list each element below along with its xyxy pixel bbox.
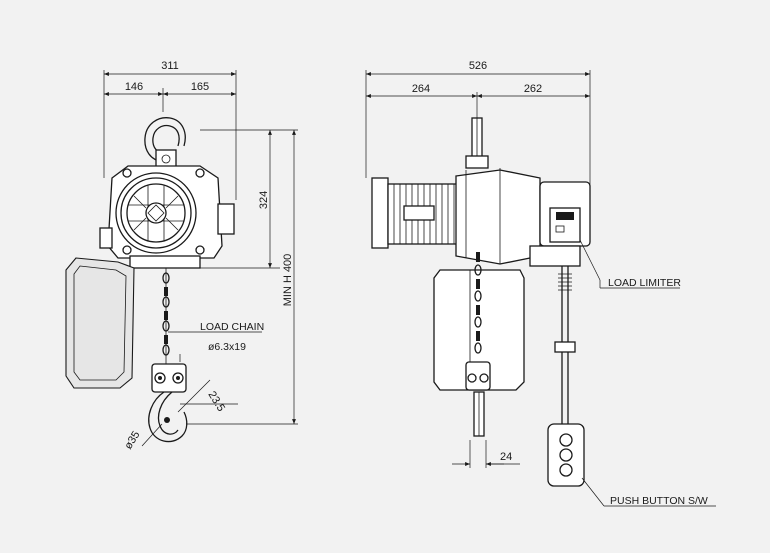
top-hook bbox=[144, 117, 186, 163]
dim-side-right-label: 262 bbox=[524, 83, 542, 95]
label-load-chain-spec: ø6.3x19 bbox=[208, 341, 246, 353]
label-push-button: PUSH BUTTON S/W bbox=[610, 495, 708, 507]
dim-min-height-label: MIN H 400 bbox=[282, 254, 294, 307]
motor-nameplate bbox=[403, 205, 435, 221]
dim-chain-offset-label: 24 bbox=[500, 451, 512, 463]
load-chain-side bbox=[474, 252, 482, 354]
dim-hook-diameter: ø35 bbox=[122, 429, 142, 451]
side-hook-block bbox=[465, 361, 491, 391]
label-load-chain: LOAD CHAIN bbox=[200, 321, 264, 333]
bottom-hook bbox=[148, 391, 188, 443]
motor-endcap bbox=[371, 177, 389, 249]
dim-front-total-label: 311 bbox=[161, 60, 179, 72]
leader-load-limiter bbox=[579, 239, 601, 281]
bottom-hook-block bbox=[151, 363, 187, 393]
gear-housing bbox=[455, 169, 541, 265]
push-button-pendant bbox=[547, 423, 585, 487]
pendant-button-down bbox=[559, 448, 573, 462]
control-box bbox=[65, 257, 135, 389]
hook-block bbox=[155, 149, 177, 169]
dim-side-total-label: 526 bbox=[469, 60, 487, 72]
label-load-limiter: LOAD LIMITER bbox=[608, 277, 681, 289]
top-hook-inner bbox=[152, 124, 180, 155]
front-motor-cap bbox=[217, 203, 235, 235]
front-view: 311 146 165 bbox=[65, 60, 298, 452]
dim-body-height-label: 324 bbox=[258, 191, 270, 209]
dim-side-left-label: 264 bbox=[412, 83, 430, 95]
load-chain-front bbox=[162, 268, 170, 370]
chain-guide bbox=[129, 255, 201, 269]
leader-push-button bbox=[581, 477, 605, 507]
control-bracket bbox=[529, 245, 581, 267]
dim-hook-opening: 23.5 bbox=[205, 389, 227, 414]
front-left-lug bbox=[99, 227, 113, 249]
dim-front-left-label: 146 bbox=[125, 81, 143, 93]
side-view: 526 264 262 LOAD LIMITE bbox=[365, 60, 716, 507]
pendant-button-stop bbox=[559, 463, 573, 477]
chain-bag bbox=[433, 269, 525, 391]
brand-badge bbox=[145, 202, 167, 224]
gear-cover bbox=[115, 172, 197, 254]
dim-front-right-label: 165 bbox=[191, 81, 209, 93]
pendant-button-up bbox=[559, 433, 573, 447]
